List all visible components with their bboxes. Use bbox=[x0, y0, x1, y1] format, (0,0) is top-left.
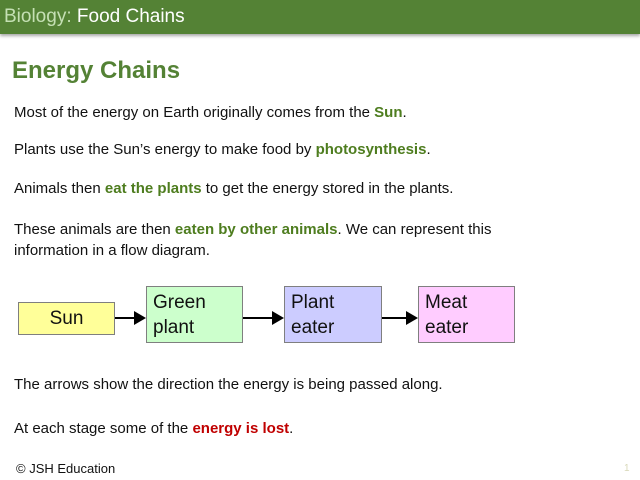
flow-node-green-plant: Green plant bbox=[146, 286, 243, 343]
text: to get the energy stored in the plants. bbox=[201, 180, 454, 197]
highlight-eat-plants: eat the plants bbox=[104, 180, 202, 197]
text: These animals are then bbox=[14, 221, 175, 238]
header-bar: Biology: Food Chains bbox=[0, 0, 640, 34]
text: At each stage some of the bbox=[14, 420, 193, 437]
paragraph-sun: Most of the energy on Earth originally c… bbox=[14, 102, 534, 123]
text: . bbox=[426, 141, 431, 158]
highlight-eaten-by-animals: eaten by other animals bbox=[174, 221, 338, 238]
node-label-line1: Plant bbox=[291, 292, 335, 313]
header-title: Biology: Food Chains bbox=[4, 5, 185, 29]
node-label-line2: eater bbox=[291, 317, 335, 338]
highlight-photosynthesis: photosynthesis bbox=[315, 141, 427, 158]
flow-node-meat-eater: Meat eater bbox=[418, 286, 515, 343]
text: . We can represent this information in a… bbox=[14, 221, 492, 259]
page-title: Energy Chains bbox=[12, 57, 181, 84]
node-label: Sun bbox=[49, 308, 84, 329]
node-label-line2: plant bbox=[153, 317, 195, 338]
node-label-line1: Green bbox=[153, 292, 206, 313]
paragraph-arrows: The arrows show the direction the energy… bbox=[14, 376, 443, 393]
arrow-plant-eater-to-meat-eater bbox=[382, 311, 418, 325]
paragraph-eaten-by-animals: These animals are then eaten by other an… bbox=[14, 219, 529, 261]
text: Most of the energy on Earth originally c… bbox=[14, 104, 375, 121]
slide-number: 1 bbox=[624, 463, 630, 474]
arrow-plant-to-plant-eater bbox=[243, 311, 284, 325]
paragraph-photosynthesis: Plants use the Sun’s energy to make food… bbox=[14, 139, 534, 160]
highlight-sun: Sun bbox=[374, 104, 403, 121]
text: . bbox=[402, 104, 407, 121]
text: . bbox=[289, 420, 294, 437]
arrow-sun-to-plant bbox=[115, 311, 146, 325]
flow-node-plant-eater: Plant eater bbox=[284, 286, 382, 343]
text: Plants use the Sun’s energy to make food… bbox=[14, 141, 316, 158]
header-subject: Biology: bbox=[4, 6, 72, 27]
node-label-line2: eater bbox=[425, 317, 469, 338]
paragraph-eat-plants: Animals then eat the plants to get the e… bbox=[14, 178, 534, 199]
node-label-line1: Meat bbox=[425, 292, 468, 313]
footer-copyright: © JSH Education bbox=[16, 461, 116, 476]
flow-node-sun: Sun bbox=[18, 302, 115, 335]
highlight-energy-lost: energy is lost bbox=[192, 420, 290, 437]
paragraph-energy-lost: At each stage some of the energy is lost… bbox=[14, 418, 534, 439]
text: Animals then bbox=[14, 180, 105, 197]
header-topic: Food Chains bbox=[76, 6, 185, 27]
